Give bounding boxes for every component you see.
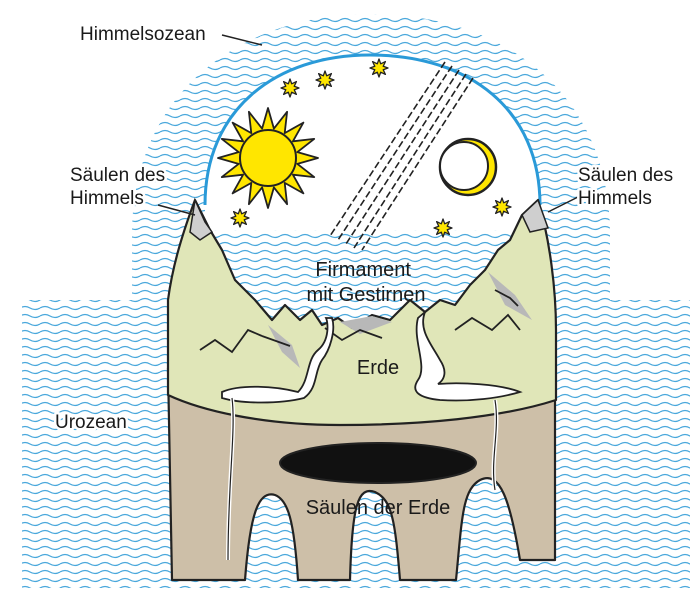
star-icon xyxy=(280,78,300,98)
label-erde: Erde xyxy=(357,357,399,379)
star-icon xyxy=(492,197,512,217)
star-icon xyxy=(369,58,389,78)
label-saeulen-des-himmels-left: Säulen des Himmels xyxy=(70,165,170,209)
label-saeulen-der-erde: Säulen der Erde xyxy=(306,497,451,519)
sun-icon xyxy=(217,107,319,209)
stars-group xyxy=(230,58,512,238)
star-icon xyxy=(230,208,250,228)
sun-disc xyxy=(239,129,297,187)
leader-lines xyxy=(157,34,579,216)
star-icon xyxy=(315,70,335,90)
label-urozean: Urozean xyxy=(55,412,127,433)
star-icon xyxy=(433,218,453,238)
underworld-cave xyxy=(279,442,477,484)
meteor-streak-icon xyxy=(329,61,474,251)
label-himmelsozean: Himmelsozean xyxy=(80,24,206,45)
crescent-moon-icon xyxy=(438,137,498,197)
label-saeulen-des-himmels-right: Säulen des Himmels xyxy=(578,165,678,209)
label-firmament: Firmament mit Gestirnen xyxy=(307,259,426,306)
